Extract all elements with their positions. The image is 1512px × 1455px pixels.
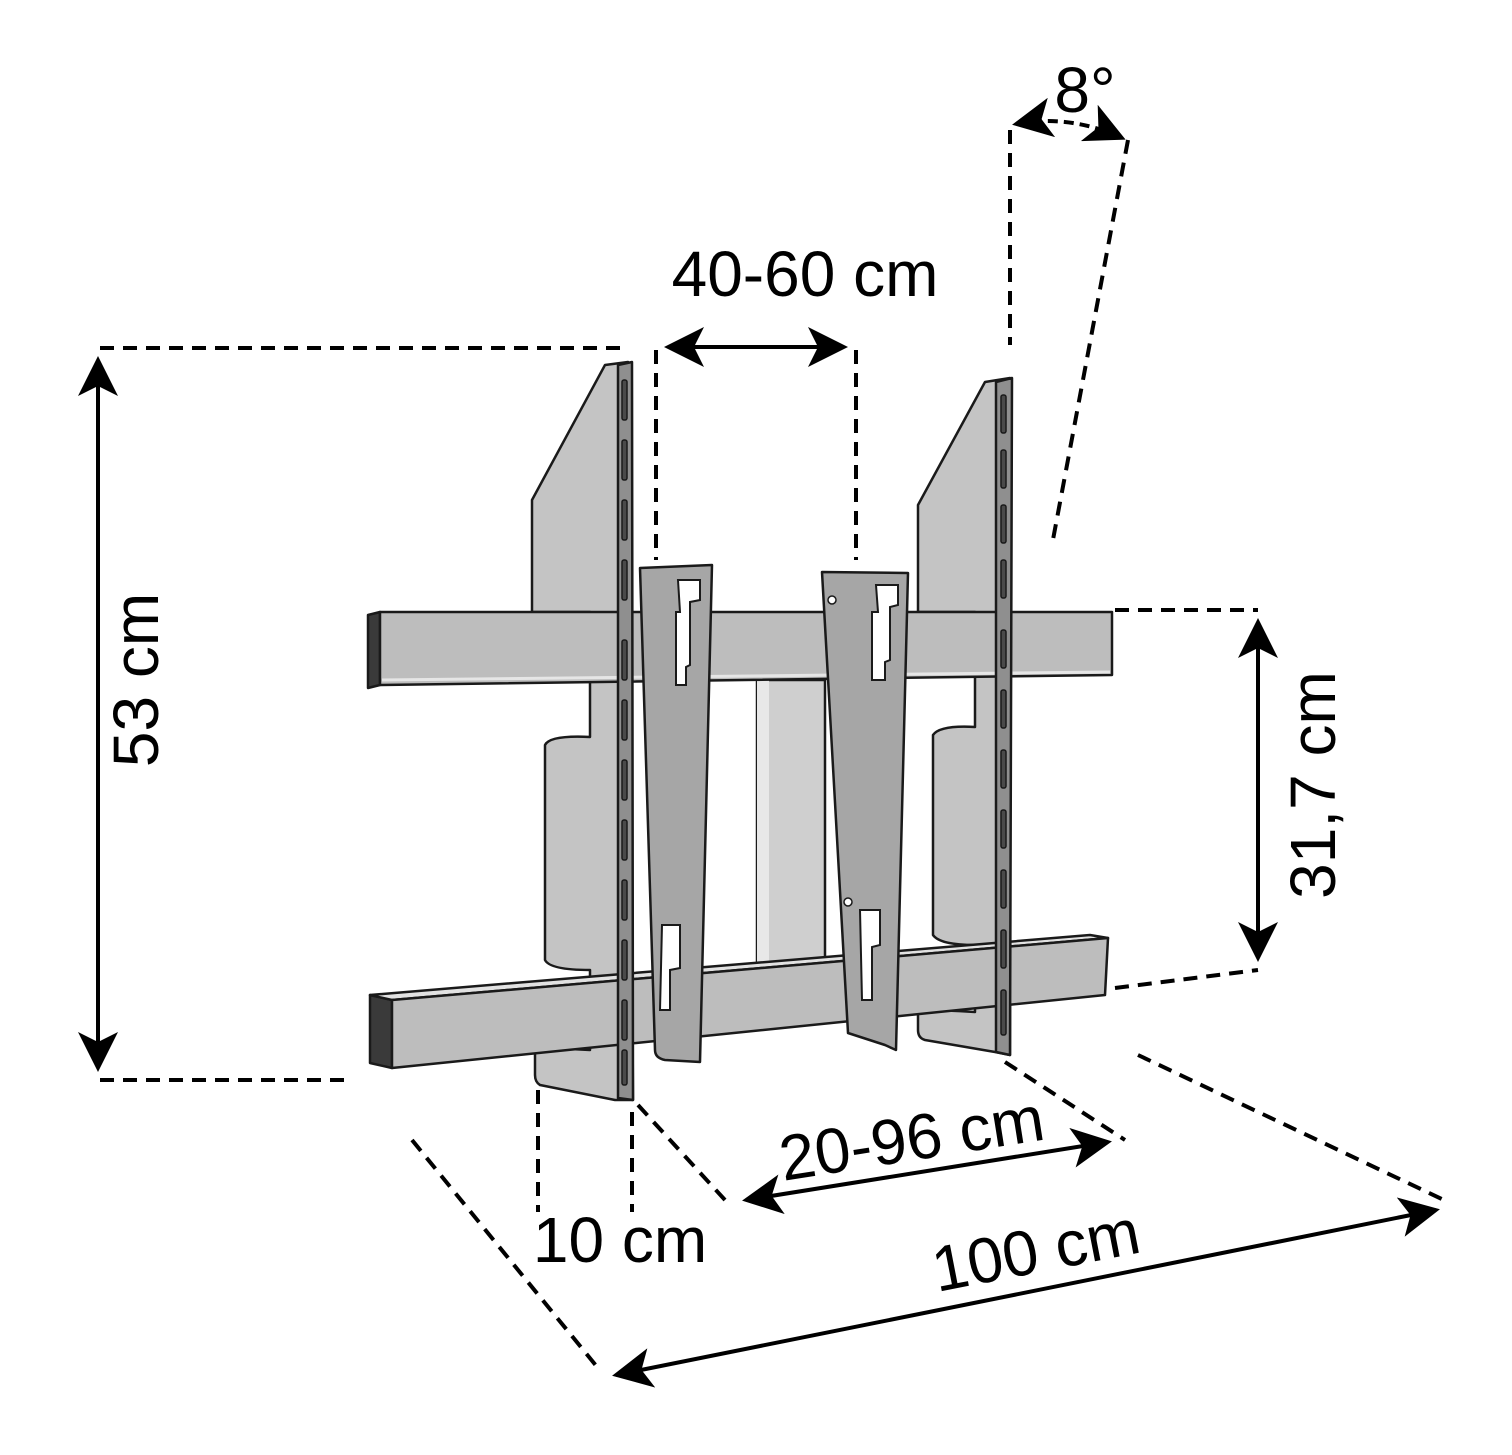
plate-spacing-dimension: 40-60 cm [654,238,939,560]
rail-spacing-label: 31,7 cm [1277,671,1349,899]
tilt-angle-label: 8° [1054,54,1115,126]
plate-spacing-label: 40-60 cm [672,238,939,310]
rail-spacing-dimension: 31,7 cm [1114,608,1349,990]
wall-distance-dimension: 20-96 cm [636,1060,1127,1215]
lower-rail [368,933,1110,1070]
depth-dimension: 10 cm [533,1090,707,1276]
height-dimension: 53 cm [78,346,622,1082]
left-plate-slotted-edge [616,360,635,1102]
right-tilt-bracket [820,570,910,1052]
tilt-angle-dimension: 8° [1008,54,1130,546]
center-column [755,678,827,967]
wall-mount-illustration [366,360,1114,1102]
right-plate-slotted-edge [994,376,1014,1057]
depth-label: 10 cm [533,1204,707,1276]
wall-distance-label: 20-96 cm [774,1082,1049,1195]
height-label: 53 cm [100,593,172,767]
right-wall-plate [916,376,1012,1057]
left-tilt-bracket [638,563,714,1064]
left-wall-plate [530,360,635,1102]
